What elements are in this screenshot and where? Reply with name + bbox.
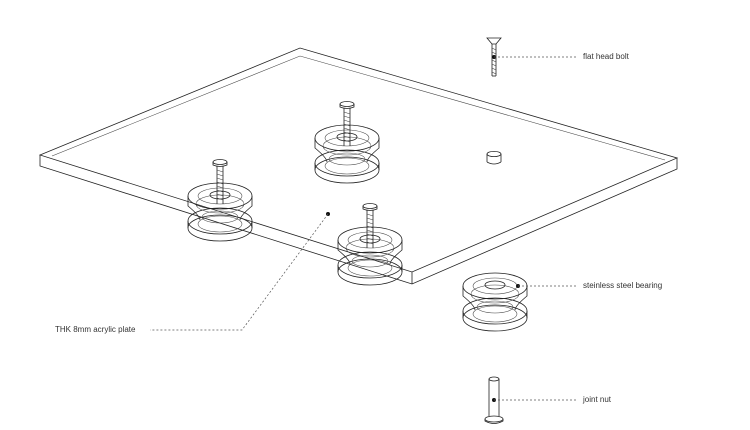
leader-acrylic-plate xyxy=(150,212,330,331)
leader-flat-head-bolt xyxy=(492,55,578,59)
joint-nut-in-plate xyxy=(486,150,502,165)
bearing-assembly-front xyxy=(337,203,403,286)
label-flat-head-bolt: flat head bolt xyxy=(583,52,629,61)
stainless-steel-bearing-part xyxy=(462,272,528,332)
bearing-assembly-left xyxy=(187,159,253,242)
label-stainless-steel-bearing: steinless steel bearing xyxy=(583,281,663,290)
label-acrylic-plate: THK 8mm acrylic plate xyxy=(55,325,136,334)
leader-bearing xyxy=(516,284,578,288)
bearing-assembly-top xyxy=(314,101,380,184)
label-joint-nut: joint nut xyxy=(583,395,612,404)
joint-nut-part xyxy=(484,376,504,424)
flat-head-bolt-part xyxy=(486,37,502,77)
acrylic-plate xyxy=(38,47,679,285)
leader-joint-nut xyxy=(492,398,578,402)
